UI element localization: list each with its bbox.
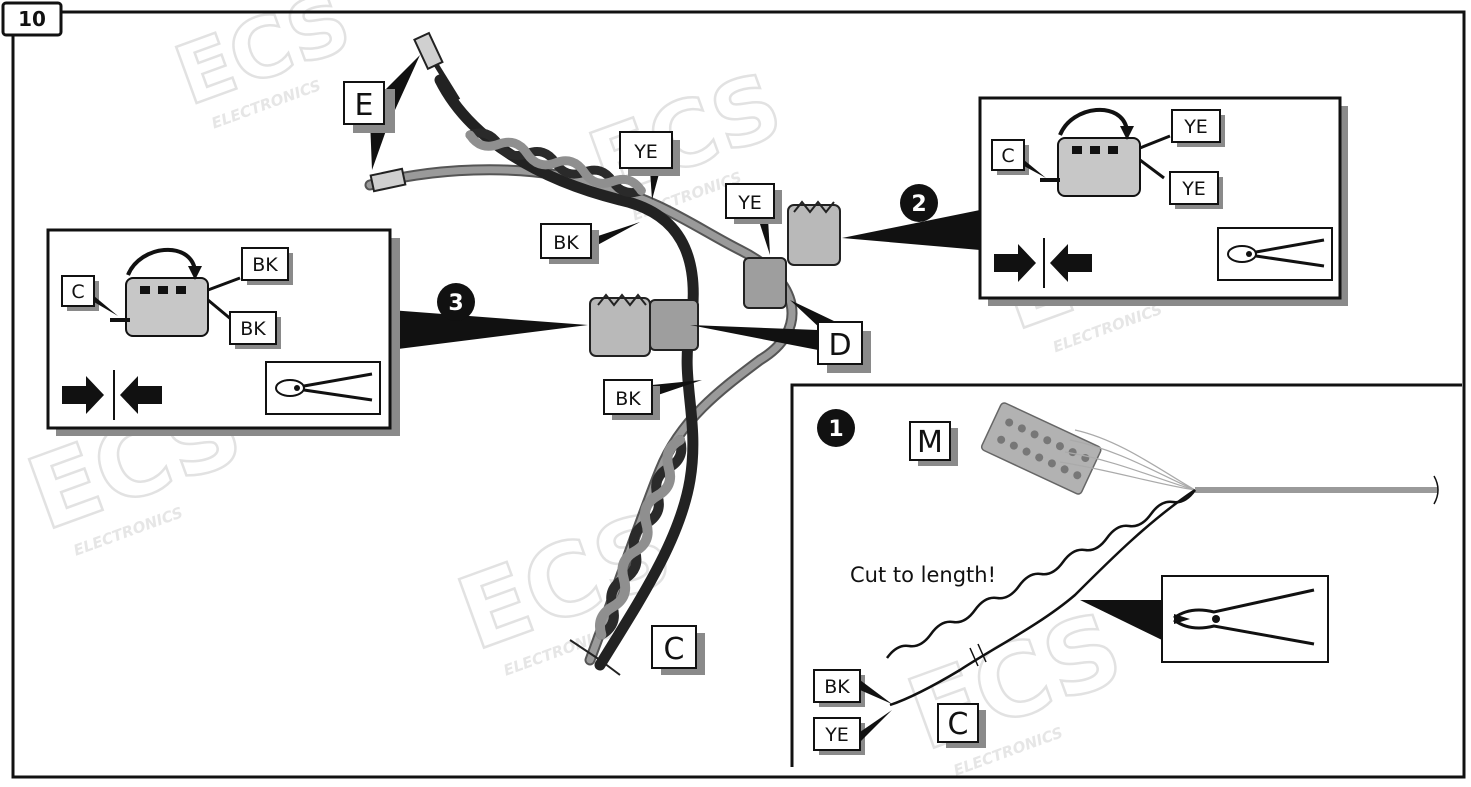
step-2-press-arrows: [994, 238, 1092, 288]
step-1-cutter-pointer: [1080, 600, 1162, 640]
callout-e-label: E: [355, 88, 374, 123]
terminal-upper: [413, 31, 444, 71]
wire-label-bk-left: BK: [540, 222, 640, 264]
svg-text:YE: YE: [737, 192, 762, 214]
svg-text:YE: YE: [1181, 178, 1206, 200]
wire-label-ye-top: YE: [619, 131, 680, 200]
cut-to-length-text: Cut to length!: [850, 563, 996, 587]
svg-text:C: C: [71, 281, 84, 303]
svg-text:YE: YE: [1183, 116, 1208, 138]
pliers-icon: [275, 372, 373, 402]
figure-frame: [11, 10, 1466, 779]
step-2-label-c: C: [991, 139, 1046, 178]
rotate-arrow-icon: [126, 247, 197, 276]
step-1-label-m: M: [909, 421, 958, 466]
figure-number-tab: 10: [1, 1, 63, 37]
wire-label-ye-mid: YE: [725, 183, 782, 255]
connector-upper: [743, 200, 841, 309]
svg-text:M: M: [917, 425, 943, 460]
svg-text:BK: BK: [824, 676, 850, 698]
svg-text:BK: BK: [252, 254, 278, 276]
step-2-pointer: [842, 210, 980, 250]
step-1-number: 1: [828, 417, 843, 442]
rotate-arrow-icon: [1058, 107, 1129, 136]
side-cutter-icon: [1173, 588, 1315, 646]
svg-text:BK: BK: [553, 232, 579, 254]
callout-d: D: [690, 300, 871, 373]
step-1-label-ye: YE: [813, 710, 892, 755]
svg-text:BK: BK: [615, 388, 641, 410]
step-2-label-ye-bottom: YE: [1169, 171, 1223, 209]
step-2-panel: 2 C YE YE: [842, 96, 1348, 306]
step-3-press-arrows: [62, 370, 162, 420]
step-1-panel: 1 M: [790, 383, 1462, 767]
module-connector-m: [980, 402, 1196, 495]
pliers-icon: [1227, 238, 1325, 268]
svg-text:YE: YE: [824, 724, 849, 746]
step-2-number: 2: [911, 192, 926, 217]
step-2-connector: [1040, 107, 1171, 197]
step-3-connector: [110, 247, 241, 337]
step-1-cutter-box: [1161, 575, 1329, 663]
step-3-pointer: [390, 310, 588, 350]
step-3-badge: [437, 283, 475, 321]
callout-c-main-label: C: [664, 632, 685, 667]
step-1-badge: [817, 409, 855, 447]
connector-center: [589, 293, 699, 357]
wire-label-bk-lower: BK: [603, 379, 702, 420]
step-3-number: 3: [448, 291, 463, 316]
step-1-label-bk: BK: [813, 669, 892, 707]
step-2-badge: [900, 184, 938, 222]
callout-d-label: D: [828, 328, 851, 363]
step-2-pliers-box: [1217, 227, 1333, 281]
terminal-lower: [369, 167, 407, 193]
callout-c-main: C: [651, 625, 705, 675]
arrow-left-icon: [1050, 244, 1092, 282]
step-1-label-c: C: [937, 703, 986, 748]
step-3-pliers-box: [265, 361, 381, 415]
svg-text:BK: BK: [240, 318, 266, 340]
arrow-right-icon: [994, 244, 1036, 282]
svg-text:C: C: [948, 707, 969, 742]
step-3-label-c: C: [61, 275, 118, 316]
arrow-right-icon: [62, 376, 104, 414]
svg-text:C: C: [1001, 145, 1014, 167]
step-3-panel: 3 C BK BK: [46, 228, 588, 436]
step-2-label-ye-top: YE: [1171, 109, 1225, 147]
callout-e: E: [343, 55, 420, 170]
figure-number: 10: [18, 7, 46, 31]
step-3-label-bk-top: BK: [241, 247, 293, 285]
svg-text:YE: YE: [633, 141, 658, 163]
twisted-pair: [885, 488, 1197, 707]
step-3-label-bk-bottom: BK: [229, 311, 281, 349]
arrow-left-icon: [120, 376, 162, 414]
